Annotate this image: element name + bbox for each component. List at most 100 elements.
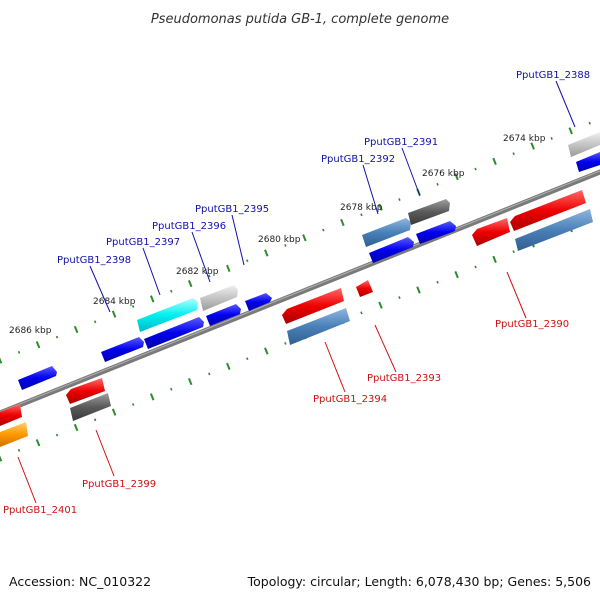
gene-label-2394[interactable]: PputGB1_2394	[313, 394, 387, 405]
scale-tick	[131, 403, 135, 406]
scale-tick	[284, 341, 287, 345]
scale-tick	[512, 152, 515, 156]
gene-label-2392[interactable]: PputGB1_2392	[321, 154, 395, 165]
gene-forward-dark[interactable]	[408, 199, 450, 225]
gene-reverse-red[interactable]	[66, 378, 105, 404]
gene-forward-gray[interactable]	[200, 285, 238, 311]
scale-tick	[492, 255, 497, 263]
gene-label-2395[interactable]: PputGB1_2395	[195, 204, 269, 215]
gene-label-2390[interactable]: PputGB1_2390	[495, 319, 569, 330]
scale-tick	[0, 455, 3, 462]
gene-label-2398[interactable]: PputGB1_2398	[57, 255, 131, 266]
gene-forward-blue[interactable]	[18, 366, 57, 390]
reverse-label-leaders	[17, 271, 527, 504]
gene-reverse-orange[interactable]	[0, 422, 28, 447]
scale-tick	[93, 418, 97, 422]
scale-tick	[131, 305, 135, 308]
scale-tick	[436, 280, 439, 284]
scale-tick	[111, 408, 117, 416]
scale-tick	[35, 341, 41, 349]
gene-label-2397[interactable]: PputGB1_2397	[106, 237, 180, 248]
gene-reverse-red[interactable]	[282, 288, 344, 324]
gene-label-2401[interactable]: PputGB1_2401	[3, 505, 77, 516]
gene-reverse-red[interactable]	[510, 190, 586, 231]
scale-tick	[55, 433, 59, 437]
scale-tick	[454, 173, 459, 181]
gene-label-2388[interactable]: PputGB1_2388	[516, 70, 590, 81]
genome-backbone	[0, 169, 600, 416]
gene-forward-blue[interactable]	[206, 304, 241, 326]
scale-tick	[0, 357, 3, 364]
scale-tick	[512, 250, 515, 254]
scale-tick	[208, 372, 211, 376]
gene-forward-blue[interactable]	[416, 221, 456, 244]
scale-tick	[226, 362, 231, 370]
scale-tick	[149, 393, 155, 401]
tick-label-2676: 2676 kbp	[422, 169, 465, 179]
scale-tick	[187, 280, 193, 288]
scale-tick	[73, 423, 79, 432]
gene-reverse-red[interactable]	[356, 280, 373, 297]
gene-label-2391[interactable]: PputGB1_2391	[364, 137, 438, 148]
scale-tick	[93, 320, 97, 324]
gene-forward-blue[interactable]	[245, 293, 272, 311]
scale-tick	[55, 335, 59, 339]
scale-tick	[550, 137, 553, 140]
scale-tick	[340, 218, 345, 227]
gene-forward-blue[interactable]	[576, 152, 600, 172]
scale-tick	[17, 448, 21, 452]
scale-tick	[187, 378, 193, 386]
genome-backbone-highlight	[0, 170, 600, 413]
scale-tick	[264, 249, 269, 257]
tick-label-2680: 2680 kbp	[258, 235, 301, 245]
gene-label-2396[interactable]: PputGB1_2396	[152, 221, 226, 232]
scale-tick	[149, 295, 155, 303]
gene-reverse-dark[interactable]	[70, 393, 111, 421]
scale-tick	[226, 264, 231, 272]
gene-forward-blue[interactable]	[144, 317, 204, 349]
topology-summary: Topology: circular; Length: 6,078,430 bp…	[247, 574, 591, 589]
scale-tick	[208, 274, 211, 278]
scale-tick	[170, 387, 173, 391]
scale-tick	[17, 350, 21, 354]
scale-tick	[284, 243, 287, 247]
scale-tick	[246, 259, 249, 263]
tick-label-2684: 2684 kbp	[93, 297, 136, 307]
gene-forward-blue[interactable]	[101, 337, 144, 362]
gene-forward-gray[interactable]	[568, 132, 600, 157]
tick-label-2678: 2678 kbp	[340, 203, 383, 213]
tick-label-2682: 2682 kbp	[176, 267, 219, 277]
gene-forward-steel[interactable]	[362, 218, 411, 247]
scale-tick	[360, 311, 363, 315]
accession-text: Accession: NC_010322	[9, 574, 151, 589]
scale-tick	[378, 203, 383, 211]
tick-label-2686: 2686 kbp	[9, 326, 52, 336]
scale-tick	[492, 157, 497, 165]
scale-tick	[398, 296, 401, 299]
gene-reverse-red[interactable]	[0, 404, 22, 426]
gene-label-2399[interactable]: PputGB1_2399	[82, 479, 156, 490]
scale-tick	[454, 271, 459, 279]
gene-forward-blue[interactable]	[369, 237, 414, 263]
scale-tick	[246, 357, 249, 361]
scale-tick	[360, 213, 363, 217]
gene-reverse-red[interactable]	[472, 218, 510, 246]
scale-tick	[35, 439, 41, 447]
scale-tick	[474, 167, 477, 171]
scale-tick	[530, 142, 535, 150]
scale-tick	[398, 198, 401, 201]
scale-tick	[474, 265, 477, 269]
scale-tick	[416, 286, 421, 294]
map-title: Pseudomonas putida GB-1, complete genome	[151, 12, 449, 27]
scale-tick	[170, 289, 173, 293]
tick-label-2674: 2674 kbp	[503, 134, 546, 144]
gene-reverse-steel[interactable]	[515, 209, 593, 251]
scale-tick	[436, 182, 439, 186]
gene-label-2393[interactable]: PputGB1_2393	[367, 373, 441, 384]
forward-label-leaders	[89, 80, 576, 313]
scale-tick	[73, 325, 79, 334]
scale-tick	[302, 234, 307, 242]
gene-reverse-steel[interactable]	[287, 308, 350, 345]
gene-forward-cyan[interactable]	[137, 298, 198, 332]
